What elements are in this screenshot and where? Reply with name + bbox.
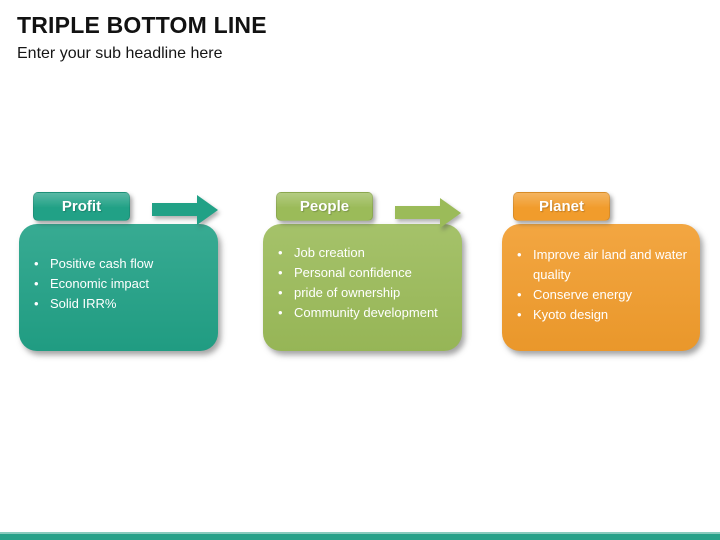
arrow-shaft xyxy=(152,203,197,216)
bullet-item: Economic impact xyxy=(19,274,218,294)
arrow-shaft xyxy=(395,206,440,219)
slide-subtitle[interactable]: Enter your sub headline here xyxy=(17,45,223,62)
people-content-box[interactable]: Job creationPersonal confidencepride of … xyxy=(263,224,462,351)
pillar-people: People Job creationPersonal confidencepr… xyxy=(263,192,463,357)
people-bullet-list: Job creationPersonal confidencepride of … xyxy=(263,224,462,323)
bullet-item: Kyoto design xyxy=(502,305,700,325)
slide-title[interactable]: TRIPLE BOTTOM LINE xyxy=(17,12,267,38)
bullet-item: Conserve energy xyxy=(502,285,700,305)
bullet-item: Improve air land and water quality xyxy=(502,245,700,285)
profit-label-shape[interactable]: Profit xyxy=(33,192,130,221)
arrow-head xyxy=(197,195,218,225)
pillar-planet: Planet Improve air land and water qualit… xyxy=(502,192,702,357)
people-label: People xyxy=(299,198,350,215)
bullet-item: Solid IRR% xyxy=(19,294,218,314)
bullet-item: pride of ownership xyxy=(263,283,462,303)
planet-bullet-list: Improve air land and water qualityConser… xyxy=(502,224,700,325)
planet-content-box[interactable]: Improve air land and water qualityConser… xyxy=(502,224,700,351)
profit-label: Profit xyxy=(61,198,102,215)
bullet-item: Positive cash flow xyxy=(19,254,218,274)
right-arrow-icon[interactable] xyxy=(152,195,218,225)
bullet-item: Job creation xyxy=(263,243,462,263)
pillar-profit: Profit Positive cash flowEconomic impact… xyxy=(19,192,219,357)
arrow-head xyxy=(440,198,461,228)
people-label-shape[interactable]: People xyxy=(276,192,373,221)
planet-label-shape[interactable]: Planet xyxy=(513,192,610,221)
planet-label: Planet xyxy=(538,198,584,215)
profit-content-box[interactable]: Positive cash flowEconomic impactSolid I… xyxy=(19,224,218,351)
footer-accent-bar xyxy=(0,532,720,540)
bullet-item: Personal confidence xyxy=(263,263,462,283)
profit-bullet-list: Positive cash flowEconomic impactSolid I… xyxy=(19,224,218,314)
bullet-item: Community development xyxy=(263,303,462,323)
right-arrow-icon[interactable] xyxy=(395,198,461,228)
